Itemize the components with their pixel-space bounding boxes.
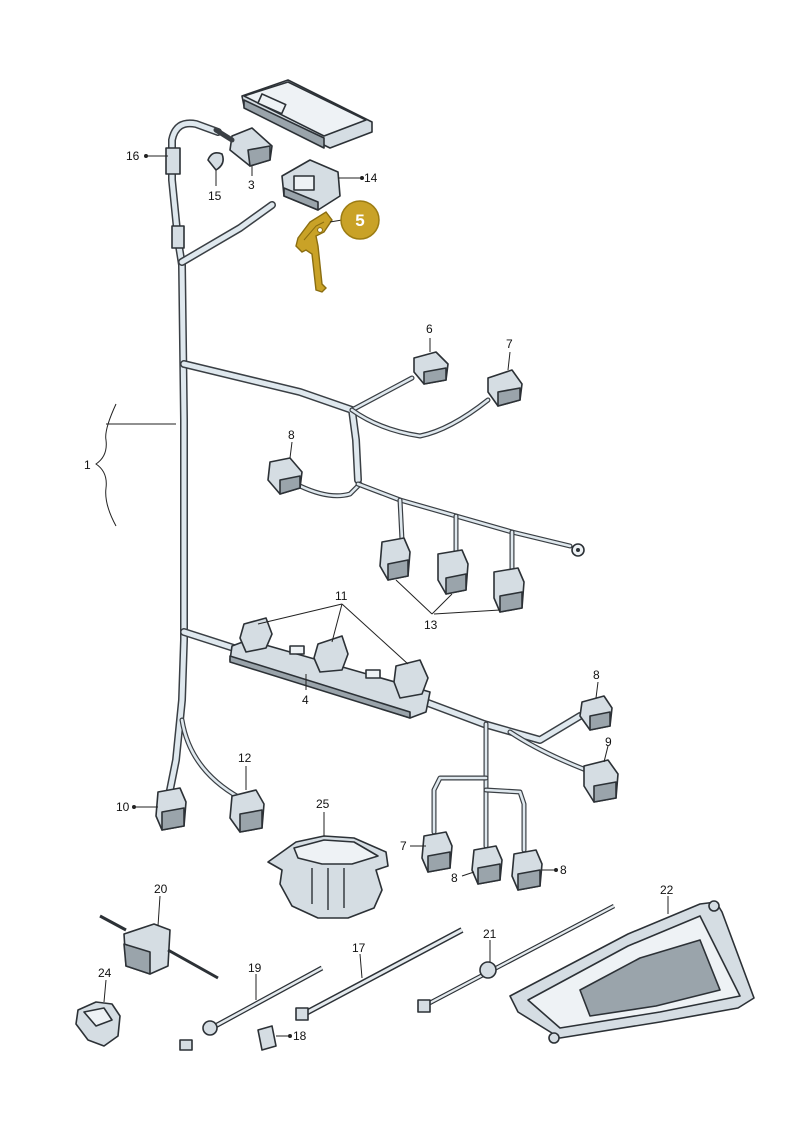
main-harness [166,119,589,853]
bracket-22 [509,900,755,1044]
sleeve [171,225,185,249]
cable-tie-21 [417,904,616,1013]
connector-6 [413,351,449,385]
callout-25: 25 [316,797,330,811]
connector-rail-4 [229,617,431,719]
callout-11: 11 [335,589,348,603]
callout-24: 24 [98,966,112,980]
connector-13c [493,567,525,613]
callout-16: 16 [126,149,140,163]
callout-group-18: 18 [276,1029,307,1043]
callout-8-lower-b: 8 [560,863,567,877]
callout-1: 1 [84,458,91,472]
callout-group-10: 10 [116,800,158,814]
callout-group-13: 13 [395,579,501,632]
callout-group-1: 1 [84,403,176,527]
callout-group-8d: 8 [542,863,567,877]
callout-8-lower-a: 8 [451,871,458,885]
connector-8-right [579,695,613,731]
callout-group-21: 21 [483,927,497,962]
callout-13: 13 [424,618,438,632]
callout-18: 18 [293,1029,307,1043]
callout-group-4: 4 [302,674,309,707]
callout-group-17: 17 [352,941,366,979]
cable-tie-19 [179,965,324,1051]
sleeve-16 [165,147,181,175]
callout-7-lower: 7 [400,839,407,853]
highlighted-part-5: 5 [295,200,380,293]
callout-4: 4 [302,693,309,707]
callout-20: 20 [154,882,168,896]
cable-tie-17 [295,927,464,1021]
callout-22: 22 [660,883,674,897]
callout-12: 12 [238,751,252,765]
connector-7-lower [421,831,453,873]
callout-10: 10 [116,800,130,814]
connector-7-top [487,369,523,407]
part-5-number: 5 [355,211,364,230]
connector-3 [213,127,273,167]
callout-group-22: 22 [660,883,674,914]
callout-group-16: 16 [126,149,168,163]
callout-group-7a: 7 [506,337,513,371]
callout-group-11: 11 [257,589,409,665]
bracket-25 [267,835,389,919]
callout-group-15: 15 [208,170,222,203]
clip-24 [75,1001,121,1047]
callout-9: 9 [605,735,612,749]
callout-8-upper: 8 [288,428,295,442]
callout-3: 3 [248,178,255,192]
callout-19: 19 [248,961,262,975]
callout-group-20: 20 [154,882,168,927]
connector-14 [281,159,341,211]
callout-group-8a: 8 [288,428,295,459]
holder-20 [99,914,219,980]
connector-8-lower-a [471,845,503,885]
callout-17: 17 [352,941,366,955]
callout-14: 14 [364,171,378,185]
callout-group-6: 6 [426,322,433,352]
connector-8-lower-b [511,849,543,891]
connector-12 [229,789,265,833]
connector-13b [437,549,469,595]
callout-group-8b: 8 [593,668,600,699]
part-5-badge [340,200,380,240]
callout-15: 15 [208,189,222,203]
clip-18 [257,1025,277,1051]
ring-terminal [571,543,585,557]
callout-group-24: 24 [98,966,112,1003]
callout-21: 21 [483,927,497,941]
callout-8-right: 8 [593,668,600,682]
connector-10 [155,787,187,831]
callout-group-9: 9 [603,735,612,763]
callout-7-top: 7 [506,337,513,351]
callout-6: 6 [426,322,433,336]
connector-13a [379,537,411,581]
callout-group-25: 25 [316,797,330,836]
control-unit [241,79,373,149]
callout-group-14: 14 [338,171,378,185]
callout-group-8c: 8 [451,871,475,885]
clip-15 [207,152,224,171]
callout-group-19: 19 [248,961,262,1000]
callout-group-3: 3 [248,166,255,192]
callout-group-12: 12 [238,751,252,790]
callout-group-7b: 7 [400,839,426,853]
connector-8-upper [267,457,303,495]
connector-9 [583,759,619,803]
